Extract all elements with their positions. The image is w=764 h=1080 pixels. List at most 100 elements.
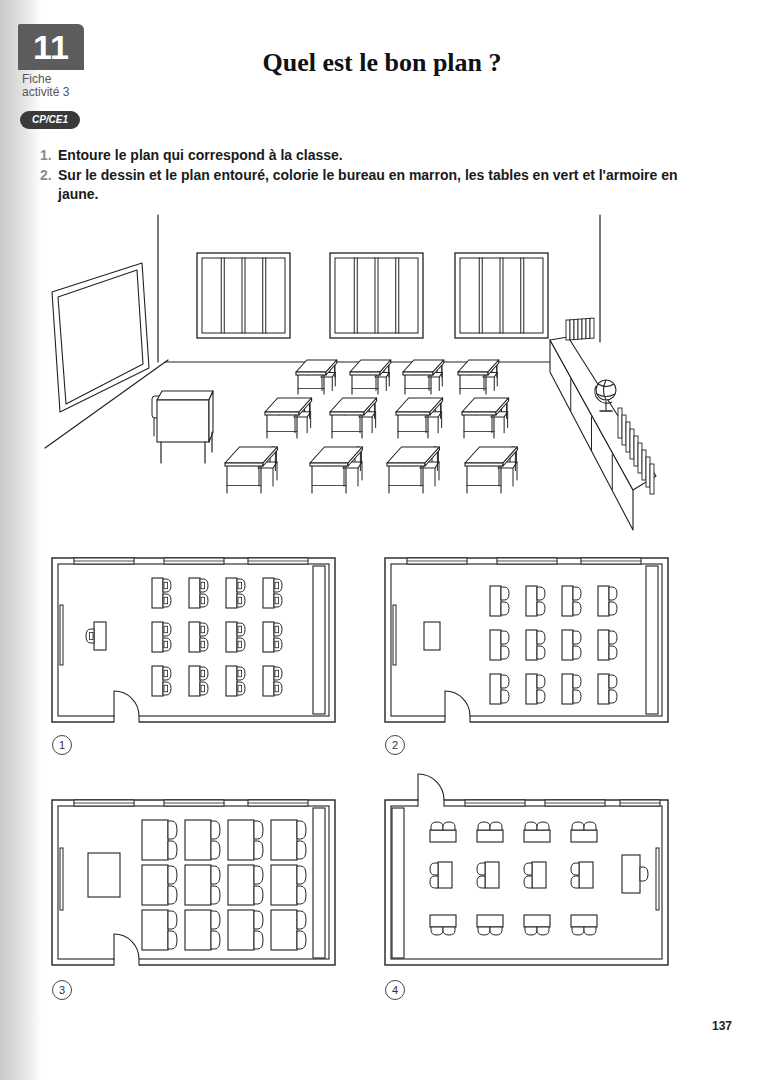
desk-leg [260, 466, 261, 493]
chair-symbol [477, 863, 485, 875]
chair-leg [307, 417, 308, 433]
plan-wall [52, 800, 335, 965]
window [455, 253, 548, 338]
chair-symbol [584, 822, 596, 830]
chair-seat [201, 685, 205, 692]
chair-symbol [237, 667, 245, 680]
chair-symbol [237, 579, 245, 592]
page-title: Quel est le bon plan ? [0, 48, 764, 78]
chair-symbol [478, 927, 490, 935]
desk-leg [351, 375, 352, 394]
chair-symbol [86, 629, 94, 643]
chair-symbol [430, 863, 438, 875]
plan-board [393, 605, 396, 665]
chair-symbol [609, 675, 617, 688]
chair-symbol [168, 911, 177, 929]
teacher-desk-symbol [94, 622, 106, 650]
plan-wall [58, 806, 329, 959]
chair-leg [277, 462, 278, 480]
chair-symbol [573, 602, 581, 615]
desk-edge [326, 360, 337, 375]
chair-symbol [571, 863, 579, 875]
chair-symbol [211, 911, 220, 929]
chair-symbol [297, 866, 306, 884]
plan-wall [385, 558, 668, 722]
window-frame [245, 258, 246, 333]
chair-leg [154, 418, 155, 436]
book [582, 319, 586, 339]
teacher-desk-symbol [622, 855, 640, 893]
plan-window [497, 558, 557, 564]
chair-seat [164, 582, 168, 589]
table-symbol [152, 578, 163, 608]
plan-window [248, 803, 308, 804]
plan-board [60, 848, 63, 910]
table-symbol [271, 820, 297, 860]
desk-edge [263, 447, 277, 466]
door-gap [114, 958, 139, 967]
plan-cupboard [392, 808, 404, 958]
desk-edge [299, 398, 312, 415]
instruction-text: Sur le dessin et le plan entouré, colori… [58, 166, 708, 204]
desk-edge [503, 447, 517, 466]
table-symbol [430, 830, 456, 842]
chair-symbol [168, 886, 177, 904]
table-symbol [263, 622, 274, 652]
plan-window [407, 561, 467, 562]
chair-symbol [254, 931, 263, 949]
chair-symbol [573, 690, 581, 703]
wall-corner [599, 215, 600, 342]
desk-leg [361, 415, 362, 438]
chair-symbol [477, 876, 485, 888]
chair-seat [238, 597, 242, 604]
chair-seat [164, 670, 168, 677]
cabinet-door [612, 455, 613, 490]
chair-symbol [274, 667, 282, 680]
chair-symbol [163, 682, 171, 695]
desk-leg [266, 415, 267, 438]
globe [596, 380, 616, 400]
chair-symbol [168, 841, 177, 859]
chair-symbol [168, 821, 177, 839]
desk-leg [427, 415, 428, 438]
chair-symbol [490, 927, 502, 935]
plan-window [581, 558, 641, 564]
chair-seat [164, 626, 168, 633]
chair-symbol [443, 927, 455, 935]
door-leaf [113, 934, 114, 959]
chair-symbol [211, 911, 220, 929]
chair-seat [238, 641, 242, 648]
chair-symbol [443, 927, 455, 935]
chair-symbol [200, 623, 208, 636]
chair-symbol [537, 690, 545, 703]
chair-symbol [274, 682, 282, 695]
plan-window [620, 800, 660, 806]
table-symbol [571, 915, 597, 927]
chair-symbol [237, 623, 245, 636]
chair-symbol [609, 690, 617, 703]
book [586, 319, 590, 339]
chair-symbol [572, 822, 584, 830]
table-symbol [524, 915, 550, 927]
window-frame [520, 258, 521, 333]
page-number: 137 [712, 1019, 752, 1033]
chair-leg [375, 412, 376, 428]
chair-leg [421, 468, 422, 486]
chair-leg [360, 417, 361, 433]
plan-window [407, 558, 467, 564]
window-frame [224, 258, 225, 333]
plan-window [545, 803, 605, 804]
whiteboard [52, 263, 149, 412]
plan-cupboard [313, 566, 325, 714]
table-symbol [189, 578, 200, 608]
table-symbol [490, 630, 501, 660]
scan-shadow [0, 0, 42, 1080]
chair-symbol [297, 841, 306, 859]
plan-window [74, 800, 134, 806]
desk-bar [460, 388, 486, 389]
chair-symbol [297, 821, 306, 839]
chair-symbol [163, 579, 171, 592]
chair-symbol [501, 631, 509, 644]
chair-symbol [537, 675, 545, 688]
